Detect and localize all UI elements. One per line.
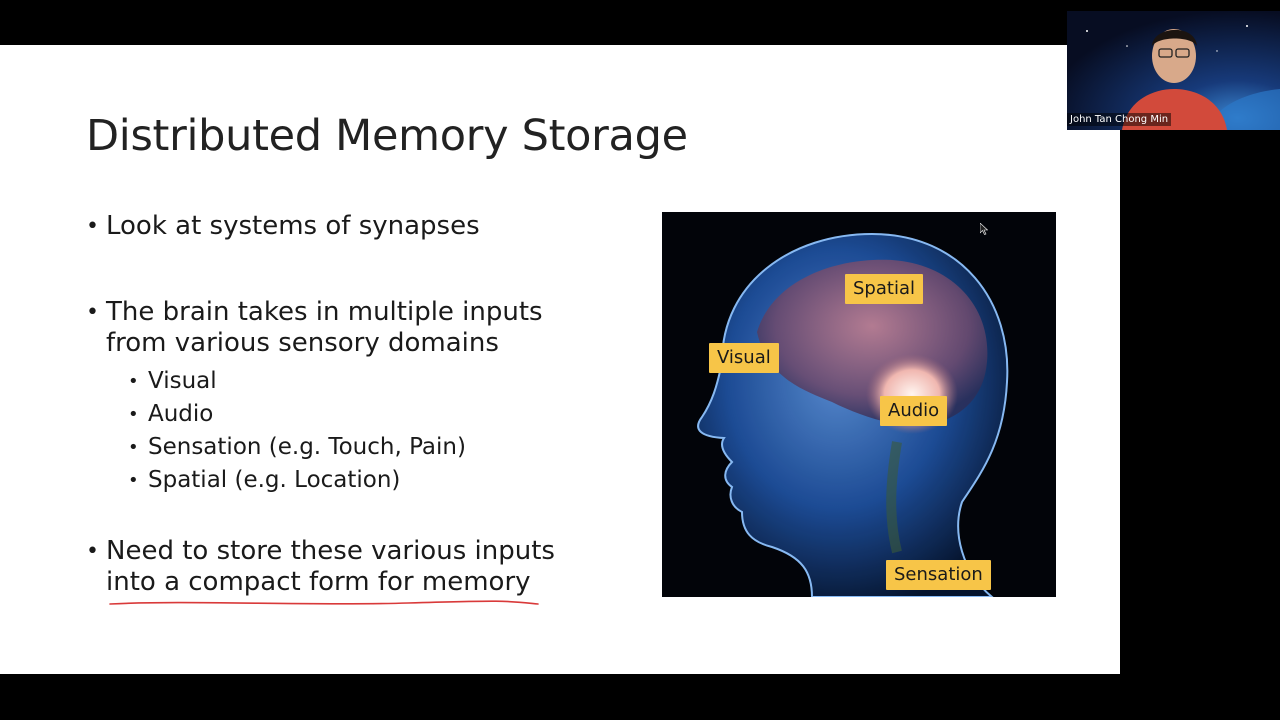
presenter-name: John Tan Chong Min <box>1067 113 1172 126</box>
bullet-dot: • <box>128 404 139 425</box>
bullet-text: from various sensory domains <box>106 328 499 358</box>
sub-bullet-text: Sensation (e.g. Touch, Pain) <box>148 434 466 460</box>
ink-underline <box>109 600 539 605</box>
bullet-dot: • <box>128 470 139 491</box>
bullet-text: Need to store these various inputs <box>106 536 555 566</box>
brain-illustration: Spatial Visual Audio Sensation <box>662 212 1056 597</box>
bullet-dot: • <box>86 300 99 325</box>
presenter-webcam: John Tan Chong Min <box>1067 11 1280 130</box>
sub-bullet-text: Audio <box>148 401 214 427</box>
bullet-text: into a compact form for memory <box>106 567 531 597</box>
sub-bullet-text: Visual <box>148 368 217 394</box>
slide-title: Distributed Memory Storage <box>86 111 688 161</box>
head-silhouette <box>697 232 1009 597</box>
bullet-text: The brain takes in multiple inputs <box>106 297 543 327</box>
tag-audio: Audio <box>880 396 948 426</box>
tag-spatial: Spatial <box>845 274 923 304</box>
bullet-text: Look at systems of synapses <box>106 211 480 241</box>
bullet-dot: • <box>128 437 139 458</box>
tag-visual: Visual <box>709 343 779 373</box>
bullet-dot: • <box>86 214 99 239</box>
webcam-feed <box>1067 11 1280 130</box>
bullet-dot: • <box>128 371 139 392</box>
mouse-cursor-icon <box>979 220 989 239</box>
sub-bullet-text: Spatial (e.g. Location) <box>148 467 401 493</box>
slide: Distributed Memory Storage • Look at sys… <box>0 45 1120 674</box>
bullet-dot: • <box>86 539 99 564</box>
tag-sensation: Sensation <box>886 560 991 590</box>
